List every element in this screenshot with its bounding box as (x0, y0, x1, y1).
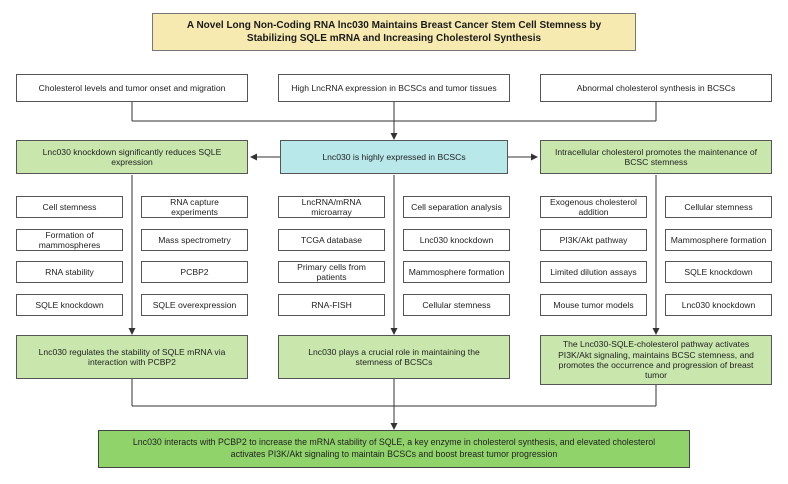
conclusion-left: Lnc030 regulates the stability of SQLE m… (16, 335, 248, 379)
right-grid-item: Mammosphere formation (665, 229, 772, 251)
right-header: Intracellular cholesterol promotes the m… (540, 140, 772, 174)
middle-grid-item: Primary cells from patients (278, 261, 385, 283)
right-grid-item: Limited dilution assays (540, 261, 647, 283)
left-grid-item: SQLE overexpression (141, 294, 248, 316)
conclusion-right: The Lnc030-SQLE-cholesterol pathway acti… (540, 335, 772, 385)
final-conclusion: Lnc030 interacts with PCBP2 to increase … (98, 430, 690, 468)
right-grid-item: SQLE knockdown (665, 261, 772, 283)
left-grid-item: Formation of mammospheres (16, 229, 123, 251)
top-box-cholesterol-levels: Cholesterol levels and tumor onset and m… (16, 74, 248, 102)
left-header: Lnc030 knockdown significantly reduces S… (16, 140, 248, 174)
left-grid-item: Mass spectrometry (141, 229, 248, 251)
left-grid-item: SQLE knockdown (16, 294, 123, 316)
left-grid-item: RNA stability (16, 261, 123, 283)
middle-grid-item: Cellular stemness (403, 294, 510, 316)
top-box-abnormal-cholesterol: Abnormal cholesterol synthesis in BCSCs (540, 74, 772, 102)
center-box: Lnc030 is highly expressed in BCSCs (280, 140, 508, 174)
left-grid-item: RNA capture experiments (141, 196, 248, 218)
left-grid-item: PCBP2 (141, 261, 248, 283)
right-grid-item: PI3K/Akt pathway (540, 229, 647, 251)
right-grid-item: Mouse tumor models (540, 294, 647, 316)
middle-grid-item: Lnc030 knockdown (403, 229, 510, 251)
right-grid-item: Exogenous cholesterol addition (540, 196, 647, 218)
middle-grid-item: LncRNA/mRNA microarray (278, 196, 385, 218)
left-grid-item: Cell stemness (16, 196, 123, 218)
conclusion-middle: Lnc030 plays a crucial role in maintaini… (278, 335, 510, 379)
top-box-high-lncrna: High LncRNA expression in BCSCs and tumo… (278, 74, 510, 102)
right-grid-item: Lnc030 knockdown (665, 294, 772, 316)
middle-grid-item: RNA-FISH (278, 294, 385, 316)
right-grid-item: Cellular stemness (665, 196, 772, 218)
middle-grid-item: Mammosphere formation (403, 261, 510, 283)
diagram-title: A Novel Long Non-Coding RNA lnc030 Maint… (152, 13, 636, 51)
middle-grid-item: TCGA database (278, 229, 385, 251)
middle-grid-item: Cell separation analysis (403, 196, 510, 218)
